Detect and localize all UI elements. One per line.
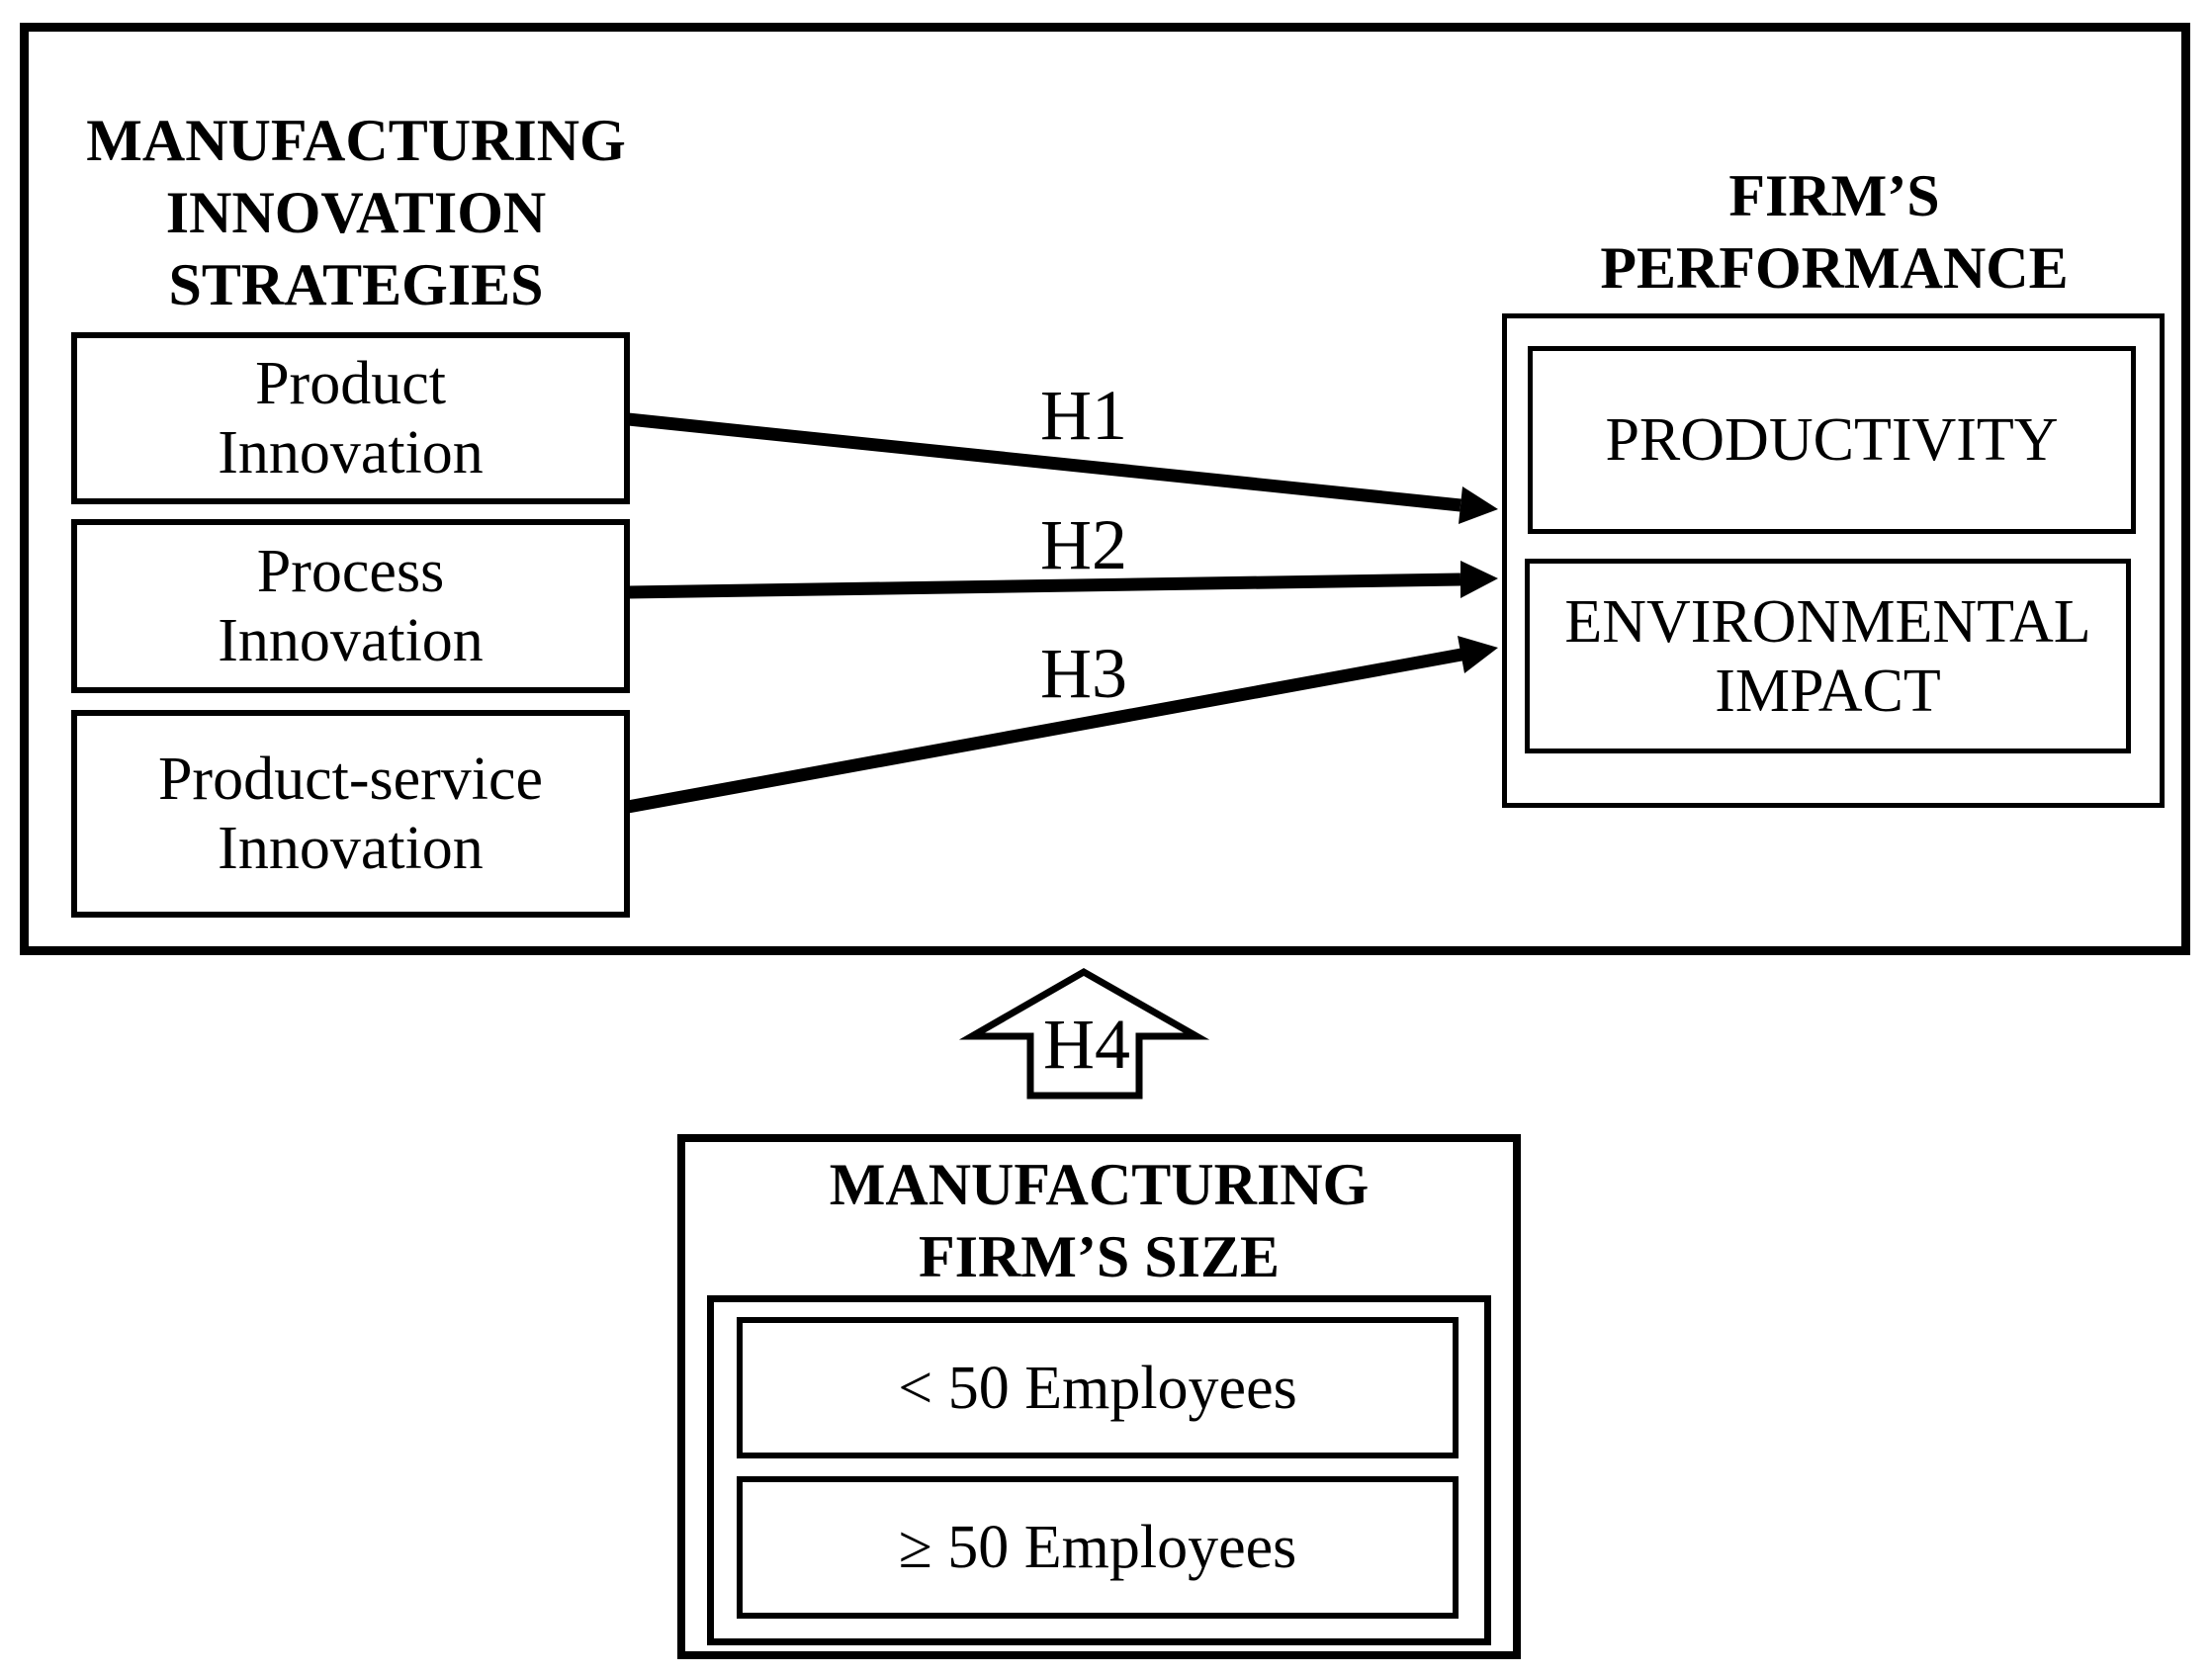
product-innovation-box: Product Innovation [71,332,630,504]
large-firm-box: ≥ 50 Employees [737,1476,1459,1619]
productivity-box: PRODUCTIVITY [1528,346,2136,534]
h3-label: H3 [1040,634,1127,713]
firm-size-heading: MANUFACTURING FIRM’S SIZE [829,1152,1370,1289]
process-innovation-box: Process Innovation [71,519,630,693]
h1-label: H1 [1040,376,1127,455]
firm-size-outer-box [677,1134,1521,1659]
small-firm-box: < 50 Employees [737,1317,1459,1458]
environmental-impact-box: ENVIRONMENTAL IMPACT [1525,559,2131,753]
h4-label: H4 [1043,1005,1130,1084]
environmental-impact-label: ENVIRONMENTAL IMPACT [1564,587,2091,725]
h2-label: H2 [1040,505,1127,584]
model-outer-frame [20,23,2190,955]
strategies-heading: MANUFACTURING INNOVATION STRATEGIES [86,108,626,317]
process-innovation-label: Process Innovation [218,538,484,674]
performance-heading: FIRM’S PERFORMANCE [1600,163,2069,301]
large-firm-label: ≥ 50 Employees [898,1514,1297,1581]
product-service-innovation-box: Product-service Innovation [71,710,630,918]
product-service-innovation-label: Product-service Innovation [157,746,544,882]
product-innovation-label: Product Innovation [218,350,484,486]
productivity-label: PRODUCTIVITY [1605,406,2059,474]
small-firm-label: < 50 Employees [898,1354,1297,1422]
